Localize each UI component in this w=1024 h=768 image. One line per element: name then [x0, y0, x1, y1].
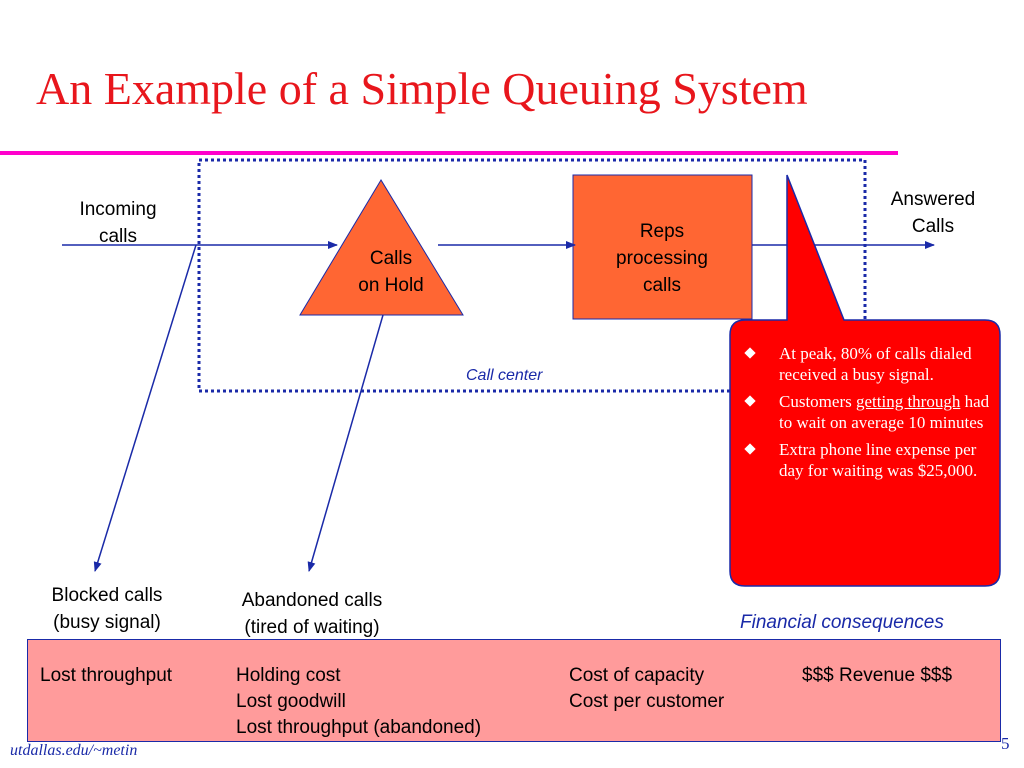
- incoming-calls-label: Incoming calls: [79, 199, 157, 247]
- callout-text: Customers: [779, 392, 856, 411]
- callout-bullet: Extra phone line expense per day for wai…: [744, 439, 994, 481]
- callout-bubble: [729, 174, 1001, 587]
- consequences-box: [27, 639, 1001, 742]
- arrow-blocked: [93, 244, 197, 572]
- page-title: An Example of a Simple Queuing System: [36, 63, 808, 114]
- callout-list: At peak, 80% of calls dialed received a …: [744, 343, 994, 487]
- consequence-item: Lost throughput: [40, 665, 173, 686]
- answered-calls-label: Answered Calls: [890, 189, 976, 237]
- callout-text: At peak, 80% of calls dialed received a …: [779, 344, 972, 384]
- call-center-label: Call center: [466, 367, 543, 384]
- consequence-item: Cost per customer: [569, 691, 725, 712]
- blocked-calls-label: Blocked calls (busy signal): [51, 585, 163, 633]
- footer-url: utdallas.edu/~metin: [10, 742, 138, 759]
- consequence-item: Cost of capacity: [569, 665, 705, 686]
- callout-bullet: At peak, 80% of calls dialed received a …: [744, 343, 994, 385]
- consequence-item: Lost goodwill: [236, 691, 346, 712]
- diamond-bullet-icon: [744, 347, 756, 359]
- diamond-bullet-icon: [744, 395, 756, 407]
- callout-bullet: Customers getting through had to wait on…: [744, 391, 994, 433]
- consequences-col-1: Lost throughput: [40, 663, 172, 689]
- reps-processing-label: Reps processing calls: [616, 221, 708, 296]
- callout-text: Extra phone line expense per day for wai…: [779, 440, 978, 480]
- financial-consequences-title: Financial consequences: [740, 612, 944, 633]
- page-number: 5: [1001, 734, 1010, 753]
- consequences-col-3: Cost of capacity Cost per customer: [569, 663, 724, 715]
- consequences-col-4: $$$ Revenue $$$: [802, 663, 952, 689]
- calls-on-hold-label: Calls on Hold: [358, 248, 424, 296]
- reps-processing-box: [572, 174, 753, 320]
- call-center-boundary: [197, 158, 867, 393]
- consequence-item: Lost throughput (abandoned): [236, 717, 482, 738]
- calls-on-hold-triangle: [299, 179, 464, 316]
- arrow-abandoned: [307, 314, 384, 572]
- consequence-item: Holding cost: [236, 665, 341, 686]
- abandoned-calls-label: Abandoned calls (tired of waiting): [241, 590, 383, 638]
- consequences-col-2: Holding cost Lost goodwill Lost throughp…: [236, 663, 481, 741]
- callout-underlined-text: getting through: [855, 392, 961, 411]
- diamond-bullet-icon: [744, 443, 756, 455]
- callout-text: had to wait on average 10 minutes: [779, 392, 990, 432]
- consequence-item: $$$ Revenue $$$: [802, 665, 953, 686]
